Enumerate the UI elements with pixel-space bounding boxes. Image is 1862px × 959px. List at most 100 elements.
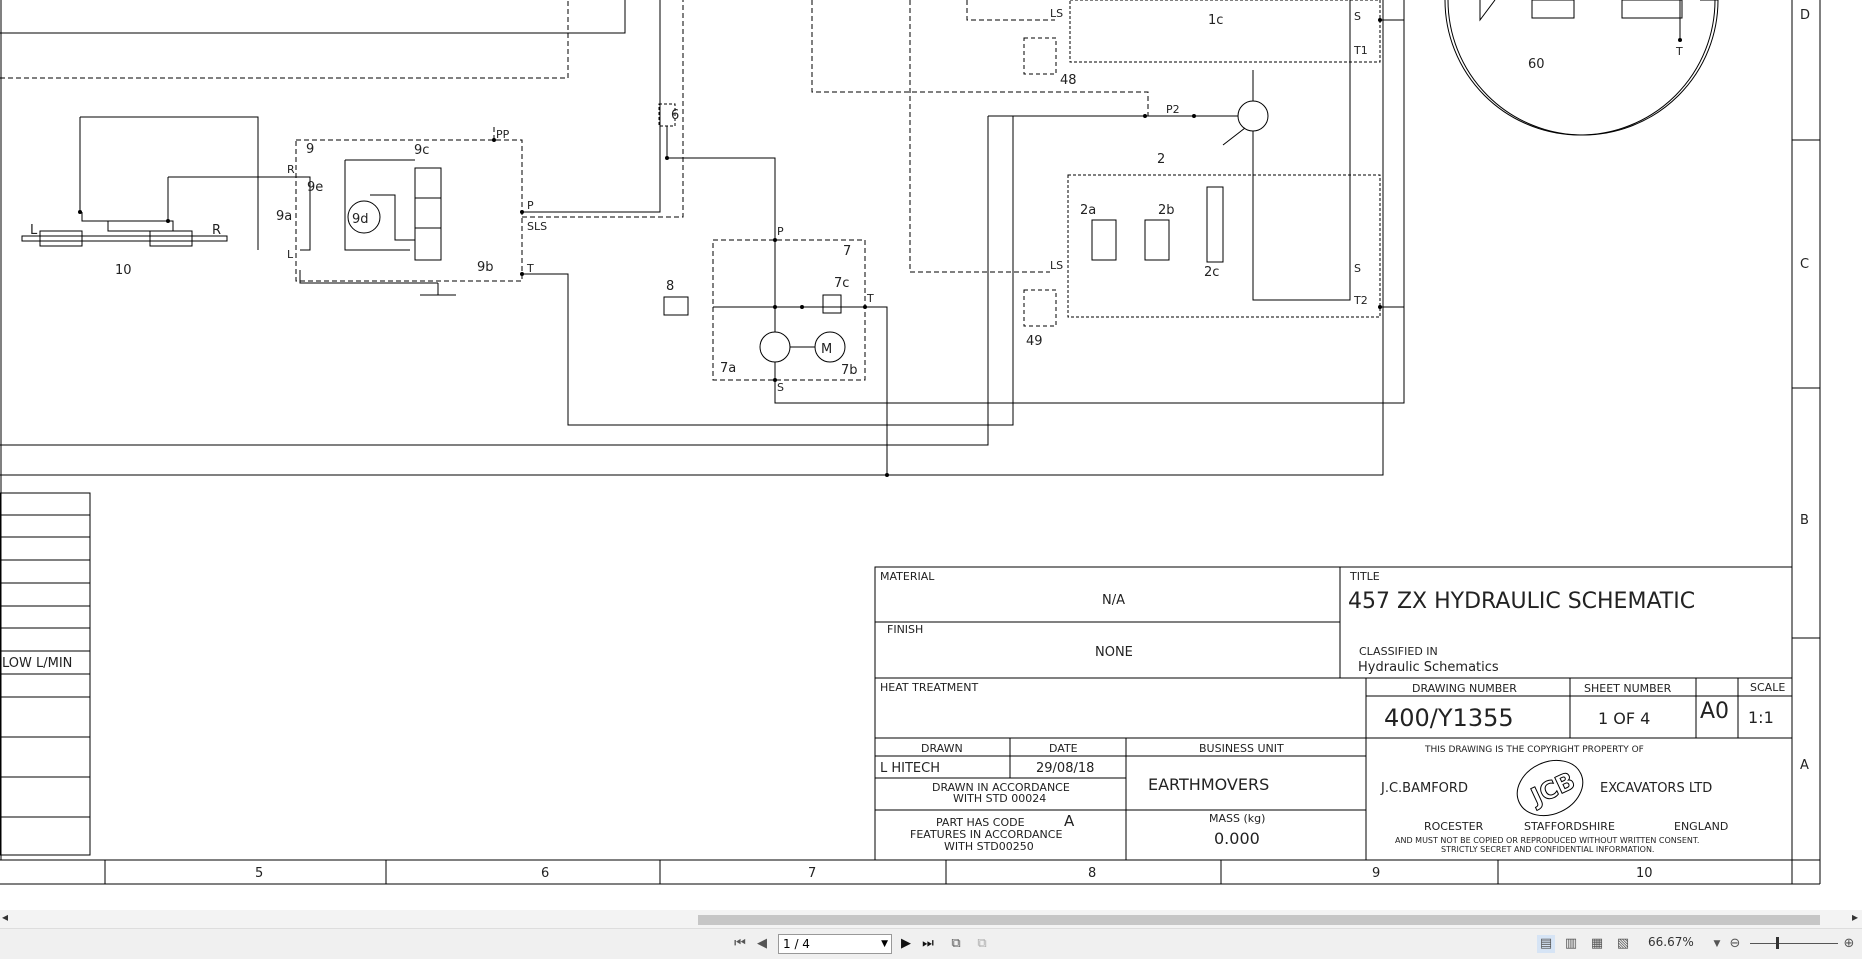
label-49: 49 (1026, 334, 1043, 349)
location-1: ROCESTER (1424, 820, 1484, 833)
next-page-icon[interactable]: ▶ (901, 936, 911, 951)
first-page-icon[interactable]: ⏮ (734, 936, 746, 951)
label-sls: SLS (527, 220, 547, 233)
table-flow-header: LOW L/MIN (2, 656, 72, 671)
sheet-size: A0 (1700, 699, 1729, 724)
zoom-level[interactable]: 66.67% (1648, 935, 1694, 949)
copyright-text: THIS DRAWING IS THE COPYRIGHT PROPERTY O… (1424, 745, 1644, 755)
mass-value: 0.000 (1214, 829, 1260, 848)
row-letter-d: D (1800, 8, 1810, 23)
drawn-date: 29/08/18 (1036, 761, 1094, 776)
page-number-select[interactable]: 1 / 4 ▼ (778, 934, 892, 954)
part-code-line-2: FEATURES IN ACCORDANCE (910, 828, 1062, 841)
accordance-line-2: WITH STD 00024 (953, 792, 1046, 805)
col-number-8: 8 (1088, 866, 1096, 881)
sheet-number: 1 OF 4 (1598, 709, 1650, 728)
label-6: 6 (671, 108, 679, 123)
prev-page-icon[interactable]: ◀ (757, 936, 767, 951)
zoom-slider-handle[interactable] (1776, 937, 1779, 949)
viewer-toolbar: ⏮ ◀ 1 / 4 ▼ ▶ ⏭ ⧉ ⧉ ▤ ▥ ▦ ▧ 66.67% ▼ ⊖ ⊕ (0, 928, 1862, 959)
label-ls-bottom: LS (1050, 259, 1063, 272)
finish-label: FINISH (887, 623, 923, 636)
label-t-60: T (1675, 45, 1683, 58)
continuous-icon[interactable]: ▥ (1564, 936, 1578, 951)
heat-treatment-label: HEAT TREATMENT (880, 681, 978, 694)
col-number-9: 9 (1372, 866, 1380, 881)
label-48: 48 (1060, 73, 1077, 88)
label-10: 10 (115, 263, 132, 278)
last-page-icon[interactable]: ⏭ (922, 936, 934, 951)
schematic-svg: 10 L R 9 9c 9e 9a 9d 9b PP P SLS T R L 6… (0, 0, 1821, 885)
col-number-7: 7 (808, 866, 816, 881)
col-number-10: 10 (1636, 866, 1653, 881)
single-page-icon[interactable]: ▤ (1537, 935, 1555, 953)
label-9e: 9e (307, 180, 323, 195)
label-9c: 9c (414, 143, 429, 158)
label-2a: 2a (1080, 203, 1096, 218)
drawing-title: 457 ZX HYDRAULIC SCHEMATIC (1348, 589, 1695, 614)
label-t1: T1 (1353, 44, 1368, 57)
label-s-top: S (1354, 10, 1361, 23)
zoom-in-icon[interactable]: ⊕ (1843, 936, 1855, 951)
scale-value: 1:1 (1748, 708, 1774, 727)
label-2: 2 (1157, 152, 1165, 167)
label-2b: 2b (1158, 203, 1175, 218)
label-7: 7 (843, 244, 851, 259)
date-label: DATE (1049, 742, 1078, 755)
scale-label: SCALE (1750, 681, 1785, 694)
drawing-number-label: DRAWING NUMBER (1412, 682, 1517, 695)
label-9: 9 (306, 142, 314, 157)
rotate-icon[interactable]: ⧉ (951, 936, 961, 951)
business-unit: EARTHMOVERS (1148, 775, 1269, 794)
drawn-by: L HITECH (880, 761, 940, 776)
label-p-7: P (777, 225, 784, 238)
chevron-down-icon: ▼ (881, 939, 888, 949)
row-letter-b: B (1800, 513, 1809, 528)
part-code-line-1: PART HAS CODE (936, 816, 1025, 829)
horizontal-scrollbar[interactable]: ◂ ▸ (0, 910, 1862, 928)
label-9b: 9b (477, 260, 494, 275)
page-number-value: 1 / 4 (783, 937, 810, 951)
label-7b: 7b (841, 363, 858, 378)
accordance-line-1: DRAWN IN ACCORDANCE (932, 781, 1070, 794)
book-icon[interactable]: ▧ (1616, 936, 1630, 951)
col-number-6: 6 (541, 866, 549, 881)
scroll-left-icon[interactable]: ◂ (2, 910, 9, 924)
label-ls-top: LS (1050, 7, 1063, 20)
facing-icon[interactable]: ▦ (1590, 936, 1604, 951)
material-value: N/A (1102, 593, 1125, 608)
classified-label: CLASSIFIED IN (1359, 645, 1438, 658)
material-label: MATERIAL (880, 570, 935, 583)
company-left: J.C.BAMFORD (1380, 781, 1468, 796)
label-pp: PP (496, 128, 510, 141)
label-p2: P2 (1166, 103, 1180, 116)
label-m: M (821, 342, 832, 357)
label-8: 8 (666, 279, 674, 294)
col-number-5: 5 (255, 866, 263, 881)
label-s-7: S (777, 381, 784, 394)
part-code-line-3: WITH STD00250 (944, 840, 1034, 853)
drawing-canvas[interactable]: 10 L R 9 9c 9e 9a 9d 9b PP P SLS T R L 6… (0, 0, 1862, 910)
zoom-dropdown-icon[interactable]: ▼ (1713, 939, 1721, 949)
label-r-9: R (287, 163, 295, 176)
label-t-7: T (866, 292, 874, 305)
drawn-label: DRAWN (921, 742, 963, 755)
label-r-10: R (212, 223, 221, 238)
label-t2: T2 (1353, 294, 1368, 307)
label-9a: 9a (276, 209, 292, 224)
location-2: STAFFORDSHIRE (1524, 820, 1615, 833)
scrollbar-thumb[interactable] (698, 915, 1820, 925)
scroll-right-icon[interactable]: ▸ (1851, 910, 1858, 924)
mass-label: MASS (kg) (1209, 812, 1265, 825)
row-letter-c: C (1800, 257, 1809, 272)
export-icon[interactable]: ⧉ (977, 936, 987, 951)
part-code-letter: A (1064, 812, 1075, 830)
title-label: TITLE (1349, 570, 1380, 583)
label-l-10: L (30, 223, 38, 238)
zoom-out-icon[interactable]: ⊖ (1729, 936, 1741, 951)
label-s-mid: S (1354, 262, 1361, 275)
label-2c: 2c (1204, 265, 1219, 280)
zoom-slider[interactable] (1750, 943, 1838, 944)
finish-value: NONE (1095, 645, 1133, 660)
label-9d: 9d (352, 212, 369, 227)
